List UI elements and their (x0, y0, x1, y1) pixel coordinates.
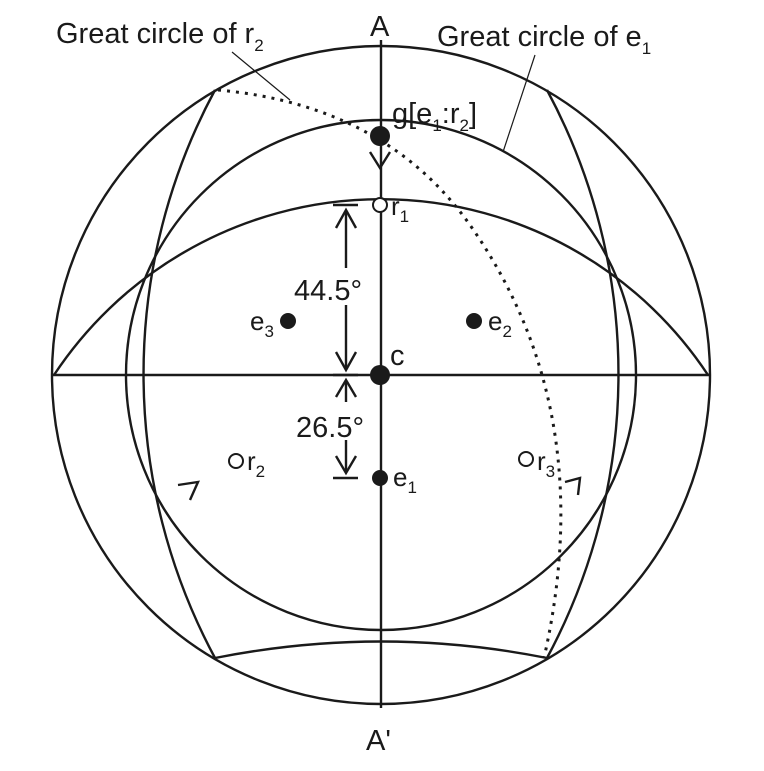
arrow-g-down (368, 151, 392, 171)
label-r1: r1 (391, 191, 409, 226)
label-great-circle-r2: Great circle of r2 (56, 18, 264, 55)
label-angle-lower: 26.5° (296, 412, 364, 444)
label-r2: r2 (247, 446, 265, 481)
bottom-arc (214, 640, 548, 660)
arrow-right-arc (564, 476, 582, 496)
point-r2 (228, 453, 244, 469)
label-a-prime: A' (366, 725, 391, 757)
great-circle-r2 (217, 88, 563, 659)
point-g (370, 126, 390, 146)
arrow-left-arc (177, 480, 200, 501)
point-e3 (280, 313, 296, 329)
label-r3: r3 (537, 446, 555, 481)
point-r3 (518, 451, 534, 467)
label-a: A (370, 11, 390, 43)
point-c (370, 365, 390, 385)
dim-44-arrow-down (334, 351, 358, 373)
leader-r2 (231, 51, 291, 101)
point-e2 (466, 313, 482, 329)
left-arc (142, 89, 217, 659)
dim-26-arrow-up (334, 377, 358, 398)
label-e3: e3 (250, 306, 274, 341)
label-angle-upper: 44.5° (294, 275, 362, 307)
dim-44-arrow-up (334, 207, 358, 229)
label-c: c (390, 340, 405, 372)
leader-e1 (502, 54, 536, 153)
dim-26-arrow-down (334, 455, 358, 476)
label-e1: e1 (393, 462, 417, 497)
label-great-circle-e1: Great circle of e1 (437, 21, 651, 58)
right-arc (545, 89, 620, 659)
point-r1 (372, 197, 388, 213)
label-e2: e2 (488, 306, 512, 341)
point-e1 (372, 470, 388, 486)
label-g: g[e1:r2] (392, 98, 477, 135)
